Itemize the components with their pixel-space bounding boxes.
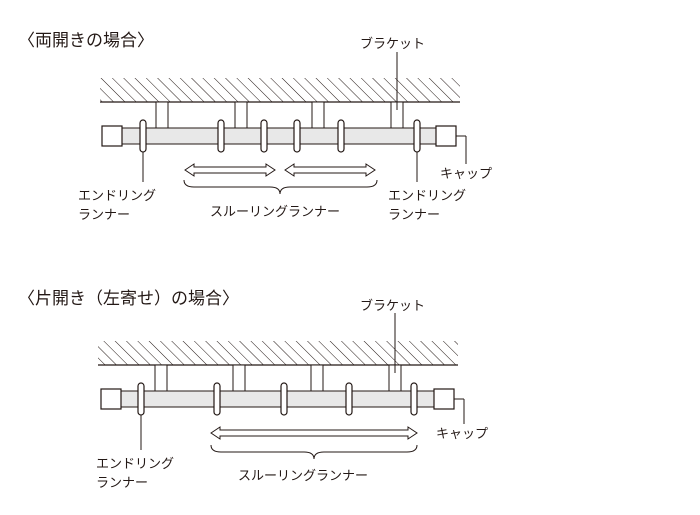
end-runner-label-right-line2: ランナー bbox=[388, 208, 440, 223]
through-runner-label: スルーリングランナー bbox=[210, 205, 340, 220]
bracket bbox=[154, 364, 168, 392]
ceiling bbox=[98, 341, 458, 366]
end-runner-label-left-line2: ランナー bbox=[78, 208, 130, 223]
through-ring-runner bbox=[280, 382, 288, 416]
end-runner-label-left-line1: エンドリング bbox=[78, 189, 156, 204]
through-runner-label: スルーリングランナー bbox=[238, 469, 368, 484]
diagram-title: 〈両開きの場合〉 bbox=[18, 31, 154, 51]
rings bbox=[137, 382, 418, 416]
end-ring-runner bbox=[137, 382, 145, 416]
rings bbox=[139, 119, 421, 153]
diagram-title: 〈片開き（左寄せ）の場合〉 bbox=[18, 289, 239, 309]
ceiling bbox=[100, 78, 460, 103]
bracket bbox=[155, 101, 169, 129]
through-ring-runner bbox=[217, 119, 225, 153]
runner-brace bbox=[183, 179, 378, 195]
bracket bbox=[310, 364, 324, 392]
cap-label: キャップ bbox=[436, 427, 488, 442]
leader-lines bbox=[142, 52, 467, 182]
brackets bbox=[154, 364, 402, 392]
through-ring-runner bbox=[293, 119, 301, 153]
travel-arrows bbox=[184, 163, 376, 177]
leader-lines bbox=[140, 313, 465, 450]
through-ring-runner bbox=[410, 382, 418, 416]
diagram-double-opening: 〈両開きの場合〉 bbox=[18, 31, 492, 223]
double-arrow bbox=[210, 426, 418, 440]
end-ring-runner-right bbox=[413, 119, 421, 153]
bracket bbox=[232, 364, 246, 392]
bracket bbox=[311, 101, 325, 129]
end-ring-runner-left bbox=[139, 119, 147, 153]
cap-left bbox=[101, 125, 123, 147]
cap-right bbox=[435, 125, 457, 147]
brackets bbox=[155, 101, 404, 129]
double-arrow bbox=[284, 163, 376, 177]
bracket-label: ブラケット bbox=[360, 298, 425, 314]
double-arrow bbox=[184, 163, 276, 177]
through-ring-runner bbox=[337, 119, 345, 153]
runner-brace bbox=[210, 444, 418, 460]
through-ring-runner bbox=[260, 119, 268, 153]
end-runner-label-line1: エンドリング bbox=[96, 457, 174, 472]
cap-left bbox=[100, 388, 122, 410]
bracket-label: ブラケット bbox=[360, 36, 425, 52]
bracket bbox=[234, 101, 248, 129]
diagram-single-opening: 〈片開き（左寄せ）の場合〉 bbox=[18, 289, 488, 491]
cap-right bbox=[433, 388, 455, 410]
through-ring-runner bbox=[345, 382, 353, 416]
rail bbox=[121, 127, 437, 145]
cap-label: キャップ bbox=[440, 167, 492, 182]
through-ring-runner bbox=[213, 382, 221, 416]
end-runner-label-line2: ランナー bbox=[96, 476, 148, 491]
rail bbox=[120, 390, 435, 408]
end-runner-label-right-line1: エンドリング bbox=[388, 189, 466, 204]
